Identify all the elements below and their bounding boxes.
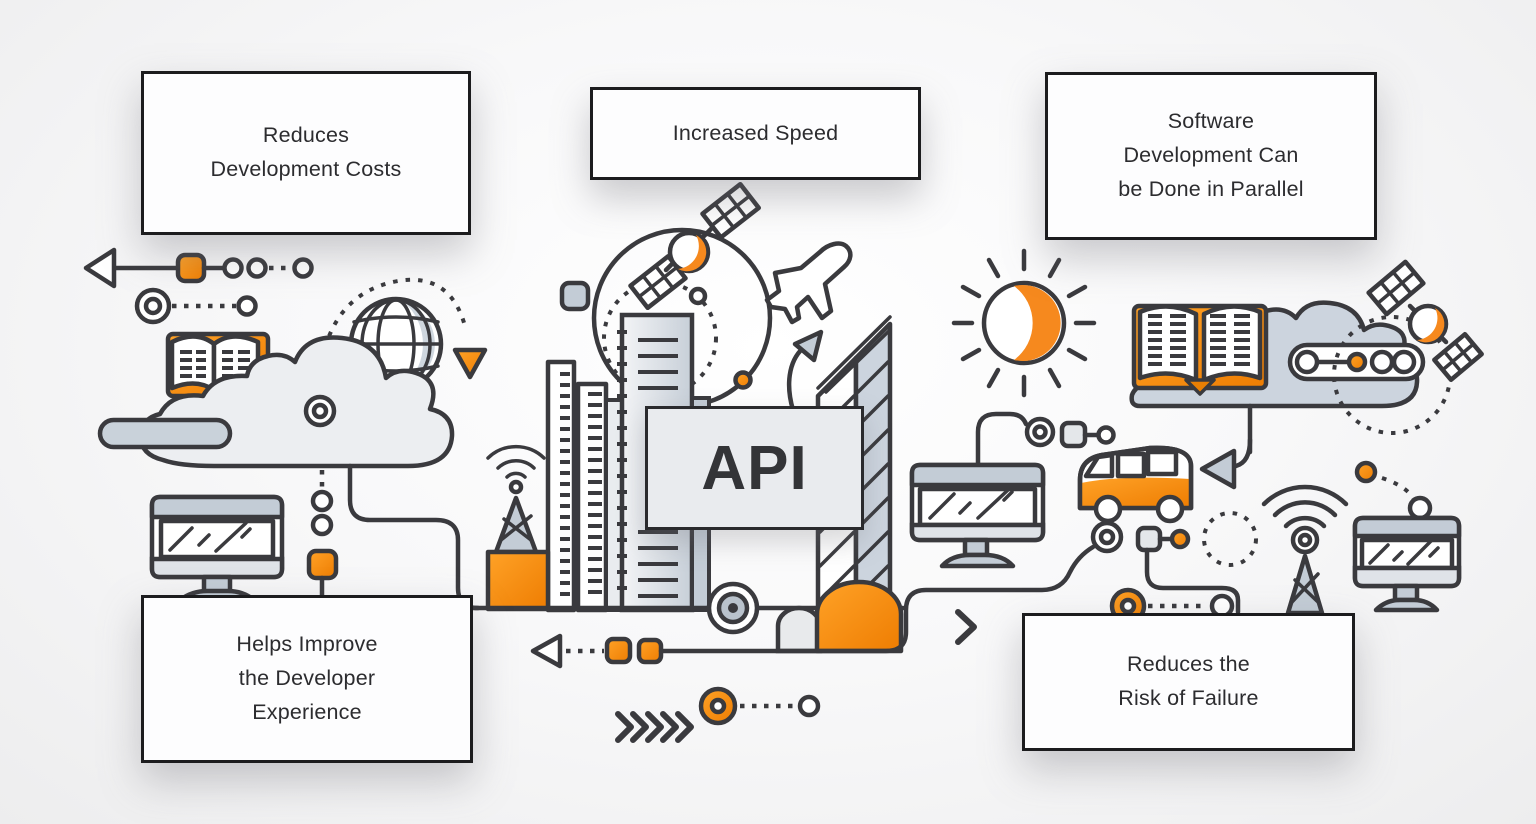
benefit-label-line: Increased Speed [672, 120, 839, 145]
dotted-arc-down-arrow-icon [320, 277, 488, 380]
benefit-box-increased-speed: Increased Speed [590, 87, 921, 180]
monitor-icon-middle [909, 411, 1116, 569]
benefit-label-line: Helps Improve [236, 632, 378, 657]
benefit-label-line: Development Can [1123, 143, 1299, 168]
radio-tower-icon [485, 444, 551, 612]
cloud-arrow-connector [1199, 437, 1253, 490]
curved-up-arrow-icon [786, 329, 824, 413]
benefit-label-line: be Done in Parallel [1118, 176, 1304, 201]
dotted-timeline-arrow-icon [83, 247, 314, 289]
satellite-icon-right [1366, 259, 1484, 383]
benefit-label-line: Experience [252, 699, 362, 724]
wifi-tower-icon [1261, 484, 1349, 616]
node-link-connector [1090, 511, 1258, 625]
benefit-label-line: Development Costs [210, 157, 402, 181]
orange-wheel-dotted-icon [698, 686, 821, 726]
benefit-box-reduces-risk-of-failure: Reduces the Risk of Failure [1022, 613, 1355, 751]
benefit-box-software-development-parallel: Software Development Can be Done in Para… [1045, 72, 1377, 240]
airplane-icon [764, 241, 853, 325]
monitor-icon-right [1352, 515, 1462, 613]
cloud-chain-connector [306, 463, 481, 611]
target-wheel-icon [706, 581, 760, 635]
benefit-label-line: the Developer [238, 666, 376, 691]
pill-shape [97, 417, 233, 450]
chevron-right-icon [955, 609, 977, 645]
bus-icon [1077, 445, 1194, 524]
benefit-label-line: Reduces the [1127, 652, 1250, 677]
api-sign: API [645, 406, 864, 530]
orbit-node-square [559, 280, 591, 312]
orange-dot-dotted-arc-icon [1354, 460, 1433, 521]
monitor-icon-left [149, 494, 285, 603]
domes-icon [775, 579, 904, 654]
book-on-cloud-icon [1129, 300, 1420, 455]
cloud-icon [97, 335, 455, 469]
api-label: API [701, 433, 808, 503]
benefit-box-helps-improve-developer-experience: Helps Improve the Developer Experience [141, 595, 473, 763]
satellite-icon [628, 181, 762, 311]
benefit-box-reduces-development-costs: Reduces Development Costs [141, 71, 471, 235]
orbit-node-orange-dot [733, 370, 753, 390]
chevrons-icon [615, 711, 694, 743]
sun-icon [951, 248, 1097, 398]
conveyor-belt-icon [1287, 342, 1426, 382]
benefit-label-line: Software [1167, 109, 1255, 134]
left-arrow-connector-icon [530, 544, 1096, 669]
benefit-label-line: Risk of Failure [1118, 686, 1259, 710]
target-dotted-link-icon [134, 287, 258, 325]
orbit-node-ring [688, 286, 708, 306]
benefit-label-line: Reduces [262, 123, 350, 148]
